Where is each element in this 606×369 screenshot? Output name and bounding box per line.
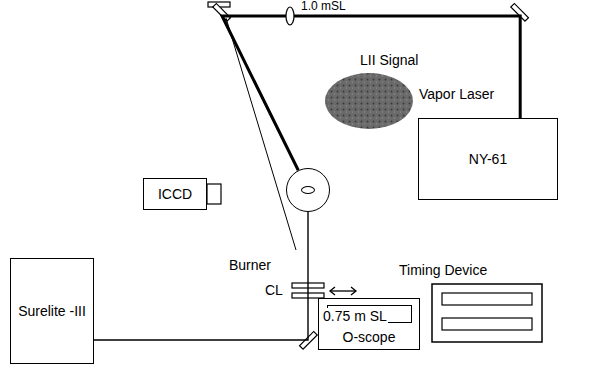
delay-panel bbox=[442, 293, 532, 305]
spherical-lens bbox=[286, 7, 294, 25]
camera-box: ICCD bbox=[143, 178, 207, 210]
laser-box: Surelite -III bbox=[10, 258, 94, 364]
node-label: ICCD bbox=[154, 186, 196, 202]
node-label: Surelite -III bbox=[14, 303, 90, 319]
device-label: Timing Device bbox=[398, 262, 488, 278]
node-label: LII Signal bbox=[360, 52, 418, 68]
lens-label: 0.75 m SL bbox=[322, 308, 388, 324]
node-label: O-scope bbox=[319, 329, 419, 345]
signal-shape bbox=[324, 72, 414, 130]
translation-arrow bbox=[330, 287, 356, 295]
beam-label: Vapor Laser bbox=[418, 86, 495, 102]
delay-generator bbox=[432, 284, 542, 342]
signal-ellipse: LII Signal bbox=[324, 72, 414, 130]
camera-lens bbox=[207, 184, 221, 204]
delay-panel bbox=[442, 318, 532, 330]
node-label: NY-61 bbox=[465, 151, 511, 167]
node-label: Burner bbox=[229, 257, 271, 273]
burner-core bbox=[301, 186, 315, 194]
lens-label: 1.0 mSL bbox=[300, 0, 347, 14]
laser-box: NY-61 bbox=[418, 118, 558, 200]
burner-circle: Burner bbox=[286, 168, 330, 212]
laser-beam bbox=[94, 212, 308, 340]
lens-label: CL bbox=[264, 282, 284, 298]
reflected-beam bbox=[226, 18, 296, 250]
